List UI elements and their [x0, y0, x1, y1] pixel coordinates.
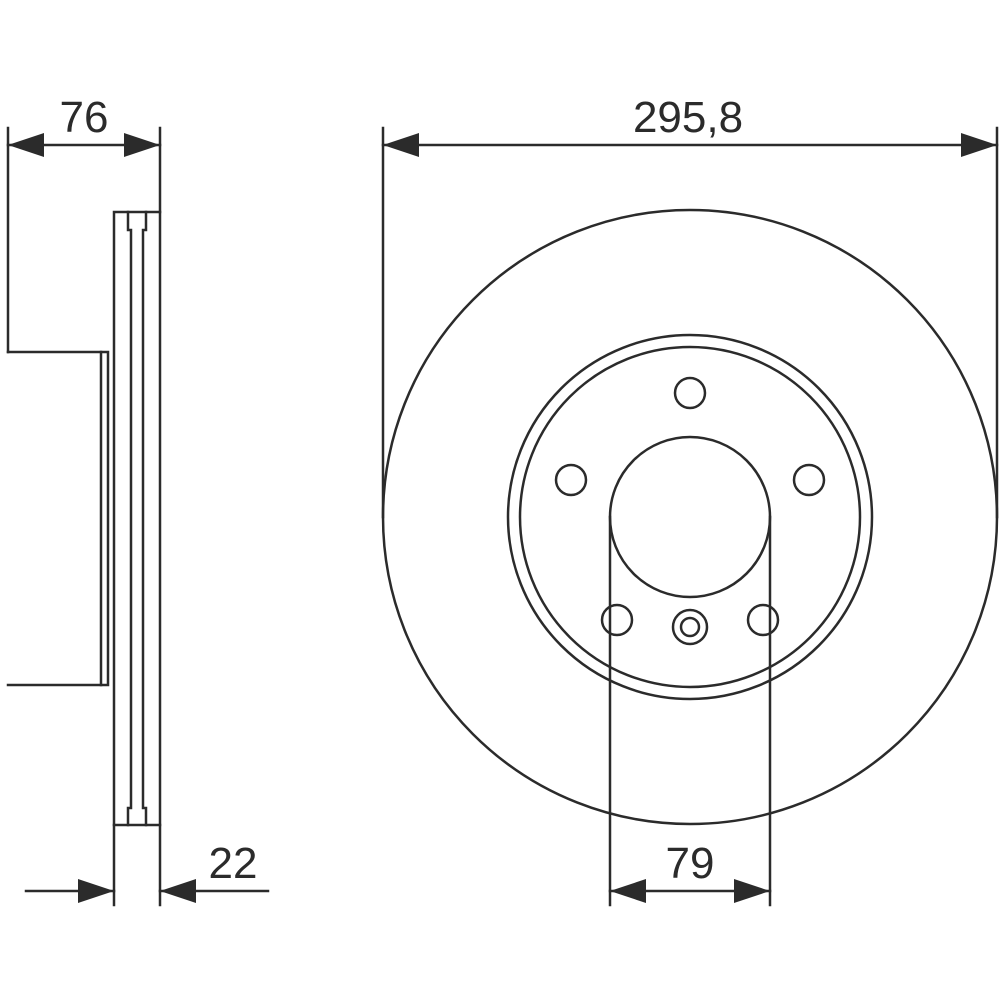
dimension-label-center-bore: 79 — [666, 839, 715, 888]
dimension-label-hub-height: 76 — [60, 93, 109, 142]
locating-hole-inner — [679, 616, 701, 638]
bolt-hole — [673, 376, 707, 410]
dimension-hub-height: 76 — [6, 93, 162, 157]
hat-outer-circle — [506, 333, 874, 701]
hat-inner-circle — [518, 345, 862, 689]
hub-outline — [6, 350, 110, 687]
bolt-hole — [792, 463, 826, 497]
bolt-hole — [554, 463, 588, 497]
dimension-label-thickness: 22 — [209, 839, 258, 888]
bolt-hole — [600, 603, 634, 637]
dimension-thickness: 22 — [24, 839, 270, 903]
center-bore-circle — [608, 435, 772, 599]
dimension-outer-diameter: 295,8 — [381, 93, 999, 157]
bolt-hole — [746, 603, 780, 637]
friction-ring-outer — [112, 210, 162, 827]
front-view: 295,8 79 — [381, 93, 999, 907]
dimension-label-outer-diameter: 295,8 — [633, 93, 743, 142]
dimension-center-bore: 79 — [608, 839, 772, 903]
side-view: 76 22 — [6, 93, 270, 907]
friction-plate-outer — [141, 210, 148, 827]
friction-plate-inner — [126, 210, 133, 827]
